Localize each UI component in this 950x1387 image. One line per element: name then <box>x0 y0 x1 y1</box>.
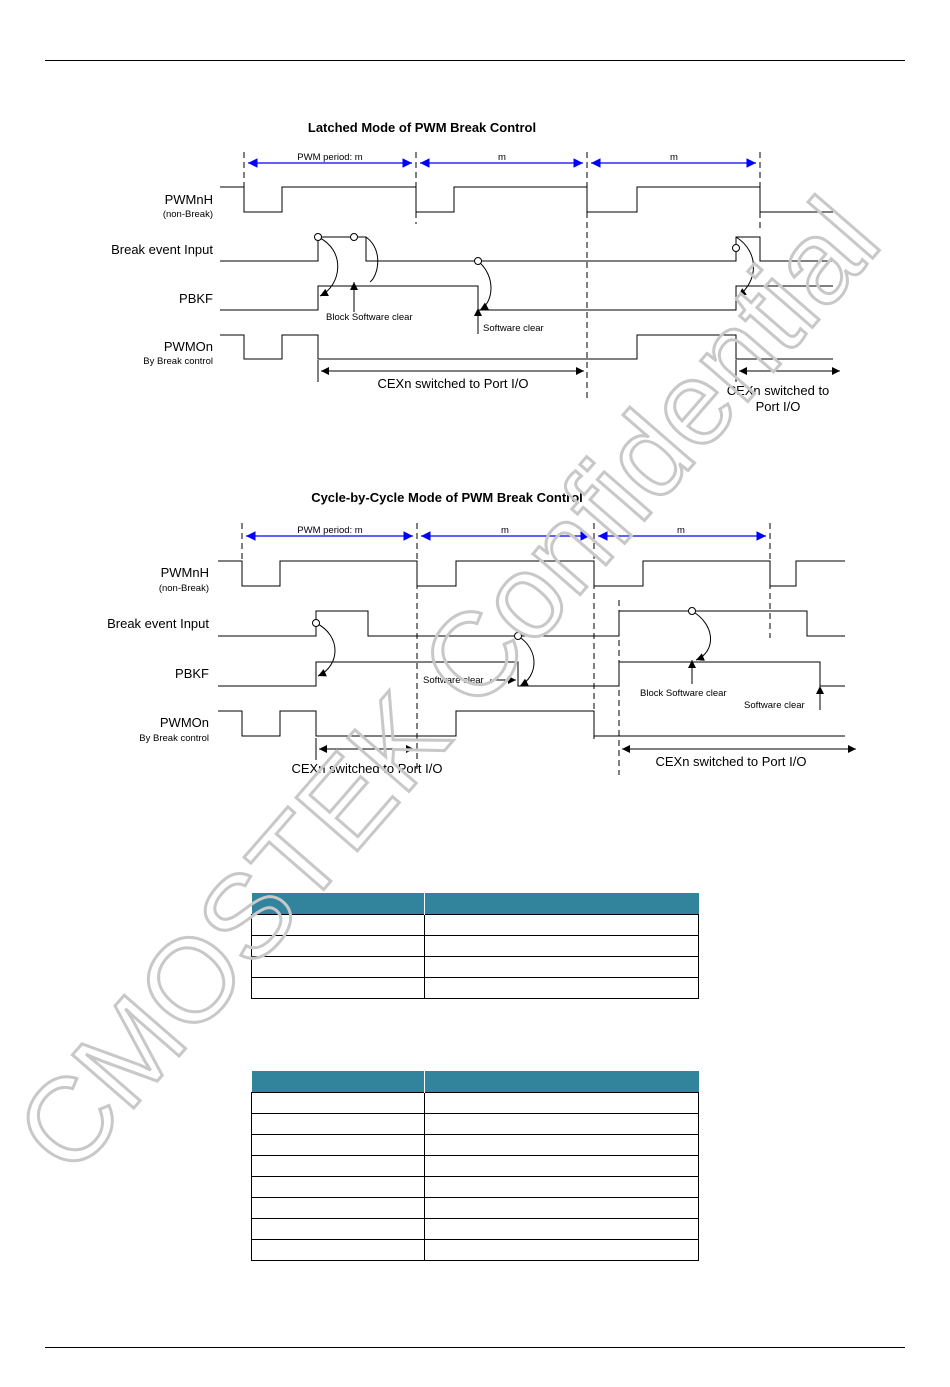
table-row <box>251 1134 699 1156</box>
table-row <box>251 1218 699 1240</box>
cycle-clear-arrows <box>490 660 824 710</box>
latched-wave-break <box>220 236 833 262</box>
cycle-cex-switched-1: CEXn switched to Port I/O <box>291 761 442 776</box>
latched-label-pwmnh-sub: (non-Break) <box>163 209 213 220</box>
cycle-event-dots <box>312 607 696 640</box>
table-row <box>251 1092 699 1114</box>
latched-period-label: PWM period: m <box>297 152 363 163</box>
latched-wave-pwmnh <box>220 186 833 213</box>
latched-waveforms <box>220 186 833 360</box>
latched-mode-diagram: Latched Mode of PWM Break Control PWM pe… <box>111 120 840 414</box>
latched-label-break: Break event Input <box>111 242 213 257</box>
table-row <box>251 1113 699 1135</box>
cycle-wave-pbkf <box>218 661 845 687</box>
header-rule <box>45 60 905 61</box>
table-row <box>251 914 699 936</box>
footer-rule <box>45 1347 905 1348</box>
latched-cex-switched-to: CEXn switched to <box>727 383 830 398</box>
latched-clear-arrows <box>350 282 482 334</box>
cycle-m-label-1: m <box>501 525 509 536</box>
table-2 <box>251 1071 699 1261</box>
latched-wave-pbkf <box>220 285 833 311</box>
cycle-label-pwmon: PWMOn <box>160 715 209 730</box>
cycle-mode-diagram: Cycle-by-Cycle Mode of PWM Break Control… <box>107 490 856 776</box>
latched-m-label-1: m <box>498 152 506 163</box>
cycle-wave-pwmon <box>218 710 845 737</box>
latched-period-markers <box>243 152 761 398</box>
latched-label-pbkf: PBKF <box>179 291 213 306</box>
cycle-label-pwmnh-sub: (non-Break) <box>159 583 209 594</box>
cycle-wave-pwmnh <box>218 560 845 587</box>
cycle-sw-clear-2: Software clear <box>744 700 805 711</box>
table-1-header <box>251 893 699 915</box>
latched-sw-clear: Software clear <box>483 323 544 334</box>
cycle-cex-switched-2: CEXn switched to Port I/O <box>655 754 806 769</box>
cycle-m-label-2: m <box>677 525 685 536</box>
latched-event-dots <box>314 233 740 265</box>
table-row <box>251 1239 699 1261</box>
latched-label-pwmon: PWMOn <box>164 339 213 354</box>
cycle-sw-clear-1: Software clear <box>423 675 484 686</box>
cycle-block-sw-clear: Block Software clear <box>640 688 727 699</box>
latched-cex-arrows <box>317 360 840 382</box>
table-row <box>251 935 699 957</box>
table-row <box>251 1197 699 1219</box>
table-row <box>251 956 699 978</box>
latched-port-io: Port I/O <box>756 399 801 414</box>
latched-wave-pwmon <box>220 334 833 360</box>
latched-cex-switched: CEXn switched to Port I/O <box>377 376 528 391</box>
cycle-label-pwmnh: PWMnH <box>161 565 209 580</box>
table-row <box>251 1155 699 1177</box>
cycle-label-break: Break event Input <box>107 616 209 631</box>
table-1 <box>251 893 699 999</box>
latched-label-pwmnh: PWMnH <box>165 192 213 207</box>
latched-title: Latched Mode of PWM Break Control <box>308 120 536 135</box>
latched-m-label-2: m <box>670 152 678 163</box>
table-row <box>251 977 699 999</box>
cycle-label-pwmon-sub: By Break control <box>139 733 209 744</box>
latched-block-sw-clear: Block Software clear <box>326 312 413 323</box>
table-row <box>251 1176 699 1198</box>
table-2-header <box>251 1071 699 1093</box>
cycle-cex-arrows <box>315 738 856 760</box>
cycle-title: Cycle-by-Cycle Mode of PWM Break Control <box>311 490 583 505</box>
cycle-period-label: PWM period: m <box>297 525 363 536</box>
cycle-label-pbkf: PBKF <box>175 666 209 681</box>
latched-label-pwmon-sub: By Break control <box>143 356 213 367</box>
